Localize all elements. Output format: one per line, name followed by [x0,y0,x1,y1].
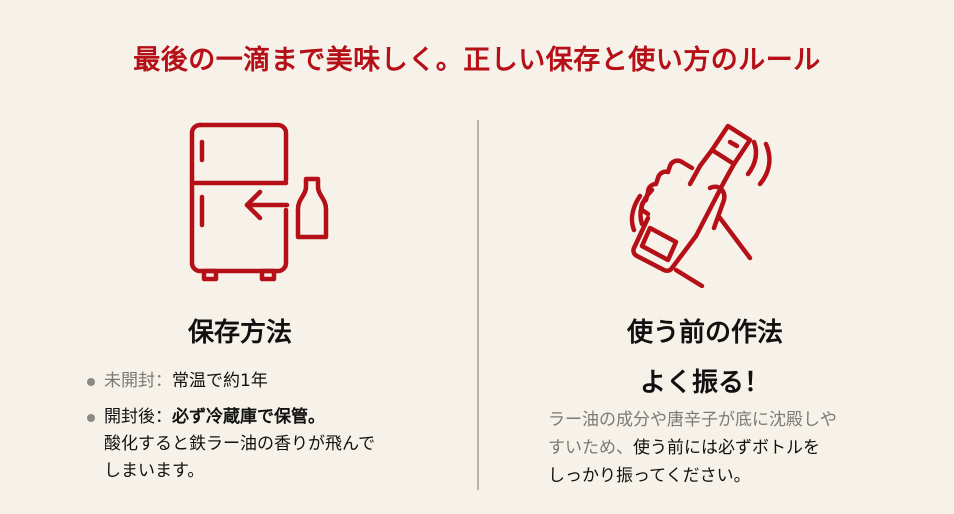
page-title: 最後の一滴まで美味しく。正しい保存と使い方のルール [133,45,821,76]
unopened-item: 未開封：常温で約1年 [104,368,268,395]
shaking-bottle-hand-icon [629,123,772,288]
usage-line3: しっかり振ってください。 [548,466,751,486]
bullet [87,414,95,422]
bullet [87,378,95,386]
opened-note-line1: 酸化すると鉄ラー油の香りが飛んで [104,434,376,454]
opened-value: 必ず冷蔵庫で保管。 [172,407,325,427]
usage-line1: ラー油の成分や唐辛子が底に沈殿しや [548,410,837,430]
shake-well-subheading: よく振る！ [639,368,770,398]
fridge-with-bottle-icon [189,122,329,282]
usage-description: ラー油の成分や唐辛子が底に沈殿しや すいため、使う前には必ずボトルを しっかり振… [548,406,908,490]
usage-line2-black: 使う前には必ずボトルを [633,438,820,458]
usage-heading: 使う前の作法 [626,318,783,348]
unopened-value: 常温で約1年 [172,371,268,391]
unopened-label: 未開封： [104,371,172,391]
opened-note-line2: しまいます。 [104,461,205,481]
storage-heading: 保存方法 [187,318,292,348]
opened-item: 開封後：必ず冷蔵庫で保管。 酸化すると鉄ラー油の香りが飛んで しまいます。 [104,404,375,485]
usage-line2-gray: すいため、 [548,438,633,458]
divider [477,120,479,490]
opened-label: 開封後： [104,407,172,427]
